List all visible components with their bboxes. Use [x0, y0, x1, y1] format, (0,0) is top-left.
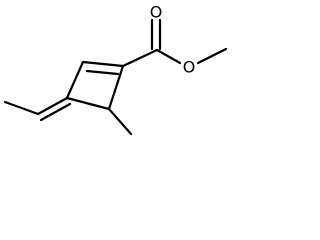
molecule-diagram: O O	[0, 0, 230, 146]
ethylidene-double-bond-b	[39, 102, 72, 122]
ring-bond-c2-c3	[107, 64, 125, 111]
ring-bond-c1-c2	[81, 60, 125, 68]
carbonyl-oxygen-label: O	[150, 3, 163, 22]
ester-oxygen-label: O	[183, 58, 196, 77]
structure-drawing: O O	[3, 3, 228, 136]
ring-to-carbonyl-bond	[121, 48, 159, 68]
ring-bond-c3-c4	[65, 96, 111, 111]
ring-double-bond-inner	[85, 69, 120, 76]
ester-methyl-bond	[196, 47, 228, 65]
ring-methyl-bond	[107, 107, 133, 136]
ester-single-bond	[155, 48, 182, 65]
ethylidene-double-bond-a	[36, 96, 69, 116]
ring-bond-c4-c1	[65, 60, 85, 100]
ethylidene-methyl-bond	[3, 100, 40, 116]
